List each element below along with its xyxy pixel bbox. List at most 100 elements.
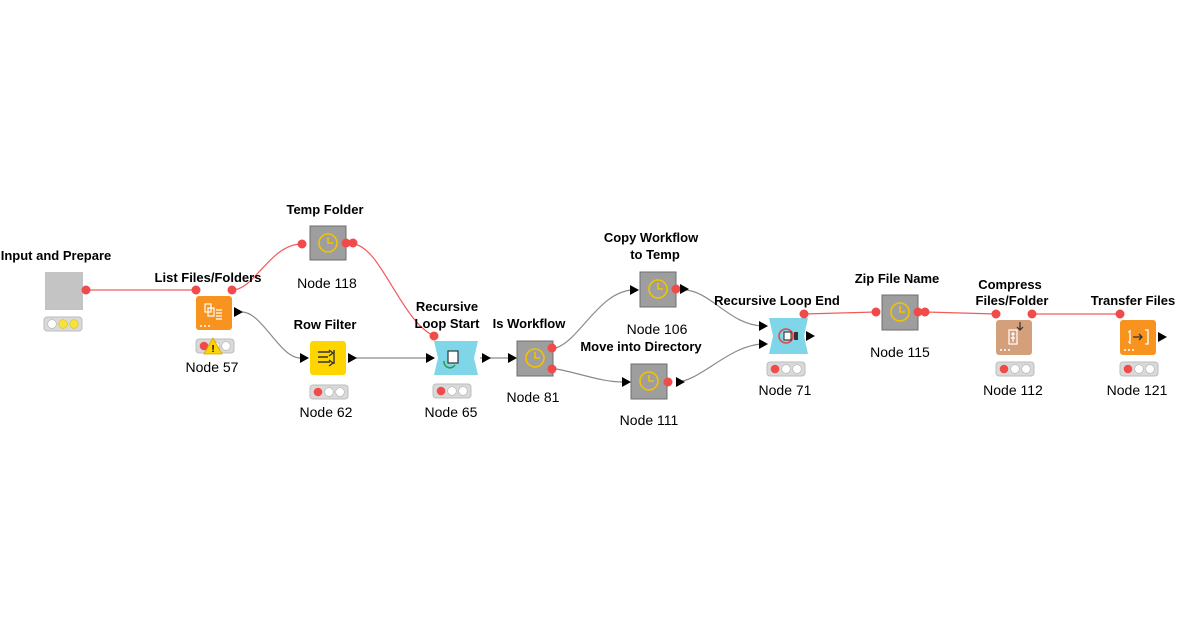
output-port[interactable] (81, 285, 91, 295)
node-copy-workflow-to-temp[interactable]: Copy Workflow to Temp Node 106 (604, 230, 699, 337)
connection-copy-to-loopend[interactable] (683, 289, 765, 327)
node-row-filter[interactable]: Row Filter Node 62 (294, 317, 357, 420)
node-title-line-1: Recursive (416, 299, 478, 314)
output-port[interactable] (663, 377, 673, 387)
node-zip-file-name[interactable]: Zip File Name Node 115 (855, 271, 940, 360)
input-port[interactable] (300, 353, 309, 363)
status-traffic-light (995, 361, 1035, 377)
clock-icon (525, 348, 545, 368)
output-port-2[interactable] (547, 364, 557, 374)
clock-icon (318, 233, 338, 253)
node-label: Node 71 (759, 382, 812, 398)
flow-variable-output-port[interactable] (227, 285, 237, 295)
node-title: Row Filter (294, 317, 357, 332)
node-title-line-2: Files/Folder (976, 293, 1049, 308)
status-traffic-light (766, 361, 806, 377)
flow-variable-port[interactable] (1115, 309, 1125, 319)
node-label: Node 81 (507, 389, 560, 405)
loop-start-icon (443, 350, 459, 369)
node-label: Node 106 (627, 321, 688, 337)
output-port-data[interactable] (680, 284, 689, 294)
flow-variable-port[interactable] (429, 331, 439, 341)
node-title: Transfer Files (1091, 293, 1176, 308)
warning-icon[interactable]: ! (203, 337, 223, 355)
status-traffic-light (1119, 361, 1159, 377)
input-port[interactable] (871, 307, 881, 317)
flow-variable-port[interactable] (799, 309, 809, 319)
input-port-2[interactable] (759, 339, 768, 349)
node-temp-folder[interactable]: Temp Folder Node 118 (286, 202, 363, 291)
output-port-2[interactable] (920, 307, 930, 317)
clock-icon (890, 302, 910, 322)
connection-move-to-loopend[interactable] (675, 343, 765, 383)
node-is-workflow[interactable]: Is Workflow Node 81 (493, 316, 567, 405)
connection-zipname-to-compress[interactable] (925, 311, 997, 315)
input-port[interactable] (622, 377, 631, 387)
clock-icon (648, 279, 668, 299)
compress-icon (1008, 322, 1024, 345)
output-port-1[interactable] (547, 343, 557, 353)
output-port[interactable] (348, 353, 357, 363)
output-port-2[interactable] (348, 238, 358, 248)
output-port[interactable] (234, 307, 243, 317)
node-label: Node 65 (425, 404, 478, 420)
component-box[interactable] (45, 272, 83, 310)
dots-icon (1000, 349, 1010, 351)
output-port-1[interactable] (341, 238, 351, 248)
status-traffic-light (309, 384, 349, 400)
node-title: Input and Prepare (1, 248, 112, 263)
input-port[interactable] (297, 239, 307, 249)
node-recursive-loop-start[interactable]: Recursive Loop Start Node 65 (415, 299, 492, 420)
node-title: Is Workflow (493, 316, 567, 331)
node-title-line-1: Copy Workflow (604, 230, 699, 245)
node-title: Temp Folder (286, 202, 363, 217)
node-label: Node 57 (186, 359, 239, 375)
output-port[interactable] (806, 331, 815, 341)
connection-listfiles-to-rowfilter[interactable] (241, 311, 301, 359)
input-port[interactable] (426, 353, 435, 363)
node-compress-files-folder[interactable]: Compress Files/Folder Node 112 (976, 277, 1049, 398)
output-port-data[interactable] (676, 377, 685, 387)
node-list-files-folders[interactable]: List Files/Folders ! Node 57 (155, 270, 262, 375)
node-box[interactable] (310, 341, 346, 375)
connection-isworkflow-to-move[interactable] (555, 368, 625, 383)
loop-end-icon (778, 328, 798, 344)
transfer-files-icon (1128, 329, 1149, 345)
output-port[interactable] (671, 284, 681, 294)
output-port[interactable] (1158, 332, 1167, 342)
flow-variable-output-port[interactable] (1027, 309, 1037, 319)
node-title-line-2: Loop Start (415, 316, 481, 331)
flow-variable-port[interactable] (191, 285, 201, 295)
status-traffic-light (432, 383, 472, 399)
node-title-line-2: to Temp (630, 247, 680, 262)
output-port-1[interactable] (913, 307, 923, 317)
node-label: Node 111 (620, 412, 679, 428)
node-move-into-directory[interactable]: Move into Directory Node 111 (580, 339, 702, 428)
connection-tempfolder-to-loopstart[interactable] (351, 243, 435, 337)
node-title: Recursive Loop End (714, 293, 840, 308)
input-port[interactable] (508, 353, 517, 363)
node-label: Node 62 (300, 404, 353, 420)
node-label: Node 112 (983, 382, 1043, 398)
output-port[interactable] (482, 353, 491, 363)
node-title: Zip File Name (855, 271, 940, 286)
node-transfer-files[interactable]: Transfer Files Node 121 (1091, 293, 1176, 398)
flow-variable-port[interactable] (991, 309, 1001, 319)
node-recursive-loop-end[interactable]: Recursive Loop End Node 71 (714, 293, 840, 398)
metanode-box[interactable] (630, 363, 668, 400)
node-title-line-1: Compress (978, 277, 1042, 292)
input-port-1[interactable] (759, 321, 768, 331)
node-input-and-prepare[interactable]: Input and Prepare (1, 248, 112, 332)
row-filter-icon (318, 349, 335, 367)
node-label: Node 121 (1107, 382, 1168, 398)
dots-icon (1124, 349, 1134, 351)
svg-text:!: ! (211, 344, 214, 355)
connection-listfiles-to-tempfolder[interactable] (231, 243, 303, 291)
connection-loopend-to-zipname[interactable] (803, 311, 877, 315)
node-label: Node 118 (297, 275, 357, 291)
input-port[interactable] (630, 285, 639, 295)
clock-icon (639, 371, 659, 391)
connection-isworkflow-to-copy[interactable] (555, 289, 635, 349)
node-title: Move into Directory (580, 339, 702, 354)
